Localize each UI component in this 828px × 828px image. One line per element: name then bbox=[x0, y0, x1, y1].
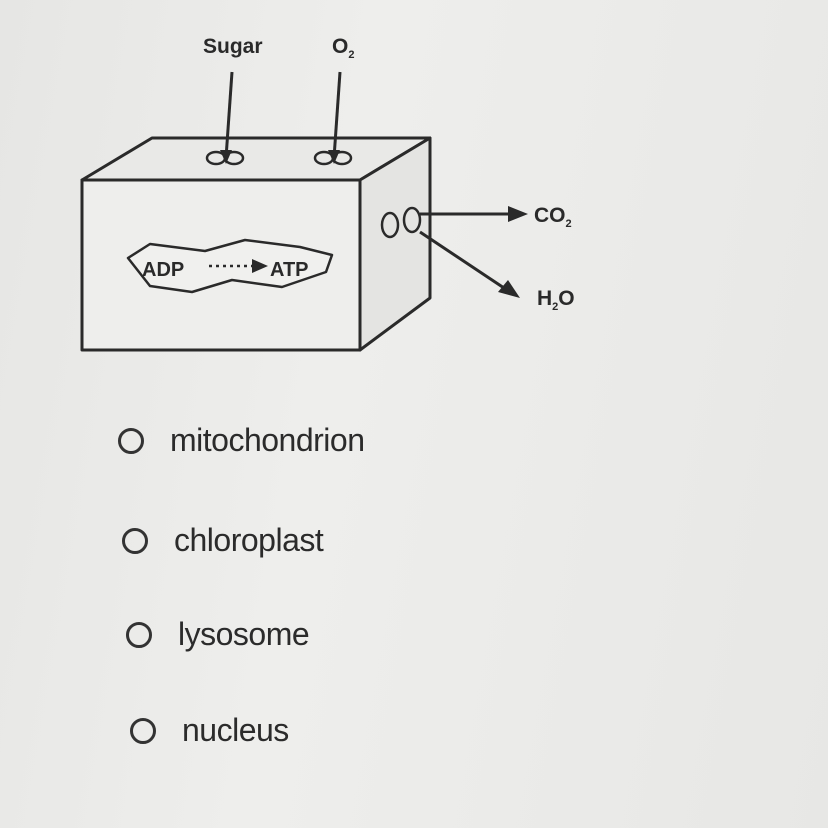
h2o-arrow-line bbox=[419, 230, 511, 294]
box-side-face bbox=[358, 136, 432, 352]
h2o-label-o: O bbox=[558, 287, 574, 310]
output-channel-icon bbox=[380, 206, 422, 239]
option-label: mitochondrion bbox=[170, 422, 365, 458]
co2-subscript: 2 bbox=[566, 218, 572, 230]
sugar-arrowhead bbox=[220, 150, 232, 164]
co2-arrowhead bbox=[508, 206, 528, 222]
svg-text:O2: O2 bbox=[332, 35, 354, 61]
option-label: nucleus bbox=[182, 712, 289, 748]
option-mitochondrion[interactable]: mitochondrion bbox=[118, 422, 365, 459]
h2o-label-h: H bbox=[537, 287, 552, 310]
radio-button[interactable] bbox=[130, 717, 156, 744]
radio-button[interactable] bbox=[122, 527, 148, 554]
radio-button[interactable] bbox=[118, 427, 144, 454]
o2-arrow-line bbox=[332, 71, 342, 159]
reaction-arrowhead bbox=[252, 259, 268, 273]
o2-arrowhead bbox=[328, 150, 340, 164]
radio-button[interactable] bbox=[126, 621, 152, 648]
atp-label: ATP bbox=[270, 259, 309, 281]
sugar-arrow-line bbox=[224, 71, 234, 159]
option-lysosome[interactable]: lysosome bbox=[126, 616, 310, 653]
option-nucleus[interactable]: nucleus bbox=[130, 712, 289, 749]
h2o-arrowhead bbox=[498, 280, 520, 298]
co2-label: CO bbox=[534, 204, 566, 227]
svg-text:H2O: H2O bbox=[537, 287, 575, 313]
option-label: chloroplast bbox=[174, 522, 324, 558]
h2o-subscript: 2 bbox=[552, 301, 558, 313]
cell-organelle-diagram: Sugar O2 ADP ATP CO2 H2O bbox=[80, 35, 575, 352]
adp-label: ADP bbox=[142, 259, 184, 281]
o2-label: O bbox=[332, 35, 348, 58]
sugar-label: Sugar bbox=[203, 35, 263, 58]
option-label: lysosome bbox=[178, 616, 310, 652]
svg-text:CO2: CO2 bbox=[534, 204, 572, 230]
o2-subscript: 2 bbox=[348, 49, 354, 61]
option-chloroplast[interactable]: chloroplast bbox=[122, 522, 324, 559]
